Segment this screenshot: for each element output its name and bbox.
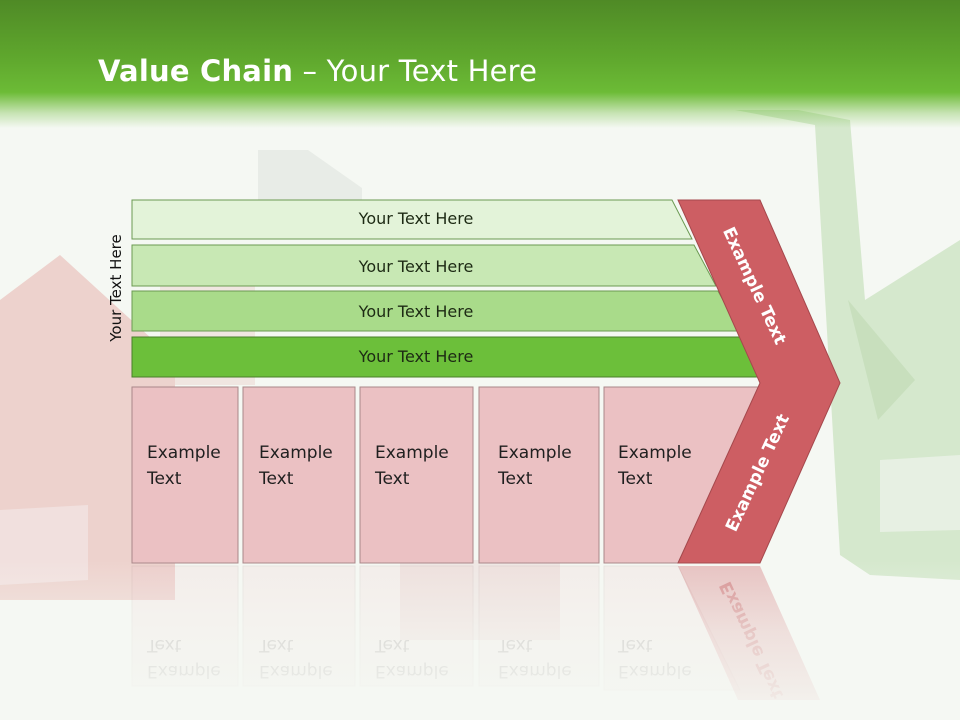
title-rest: – Your Text Here [293,54,538,88]
title-bold: Value Chain [98,54,294,88]
side-label: Your Text Here [107,234,125,342]
box-1[interactable] [131,386,239,564]
bar-1[interactable] [131,199,693,240]
bar-2-label: Your Text Here [358,257,474,276]
bar-4-label: Your Text Here [358,347,474,366]
box-3[interactable] [359,386,474,564]
bar-3-label: Your Text Here [358,302,474,321]
chevron-arrow[interactable] [677,199,841,564]
box-4[interactable] [478,386,600,564]
title-bar [0,0,960,128]
reflection-fade [0,560,960,720]
bar-1-label: Your Text Here [358,209,474,228]
slide-title: Value Chain – Your Text Here [98,54,537,88]
box-2[interactable] [242,386,356,564]
